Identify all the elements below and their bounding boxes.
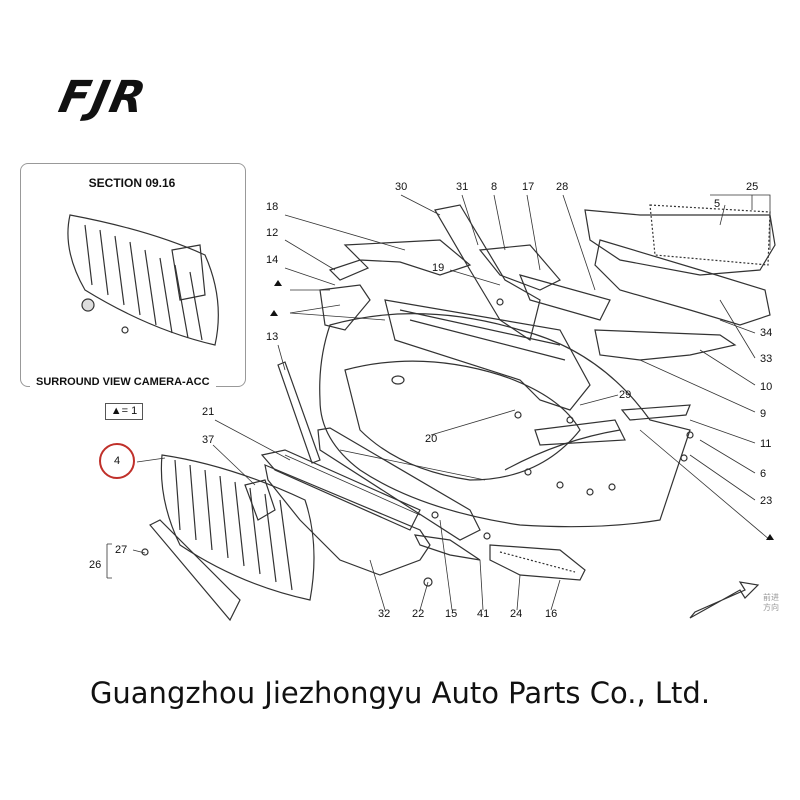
callout-5: 5	[714, 198, 721, 210]
direction-arrow	[689, 581, 760, 619]
callout-20: 20	[425, 433, 438, 445]
side-bracket	[594, 329, 737, 361]
lower-grille-24	[489, 544, 586, 581]
plate-bracket-26	[149, 519, 241, 622]
top-bracket	[434, 204, 541, 341]
camera-bracket-37	[244, 479, 276, 521]
callout-41: 41	[477, 608, 490, 620]
inset-camera-bracket	[171, 244, 206, 301]
side-strip-10	[534, 419, 626, 446]
quantity-legend: ▲= 1	[105, 403, 143, 420]
callout-13: 13	[266, 331, 279, 343]
callout-34: 34	[760, 327, 773, 339]
callout-19: 19	[432, 262, 445, 274]
left-trim-12	[328, 259, 370, 281]
inset-title: SECTION 09.16	[88, 176, 176, 190]
callout-10: 10	[760, 381, 773, 393]
callout-12: 12	[266, 227, 279, 239]
callout-24: 24	[510, 608, 523, 620]
mesh-grille	[584, 209, 776, 276]
callout-27: 27	[115, 544, 128, 556]
callout-37: 37	[202, 434, 215, 446]
lower-lip-21	[260, 449, 421, 531]
callout-14: 14	[266, 254, 279, 266]
fog-trim-41	[413, 534, 481, 561]
splitter-15	[317, 427, 481, 541]
inset-footer: SURROUND VIEW CAMERA-ACC	[30, 376, 216, 388]
lower-shroud	[594, 239, 771, 326]
callout-15: 15	[445, 608, 458, 620]
highlight-circle	[99, 443, 135, 479]
callout-26: 26	[89, 559, 102, 571]
company-name: Guangzhou Jiezhongyu Auto Parts Co., Ltd…	[89, 676, 711, 710]
callout-28: 28	[556, 181, 569, 193]
callout-17: 17	[522, 181, 535, 193]
callout-11: 11	[760, 438, 772, 450]
direction-note: 前进 方向	[763, 593, 779, 612]
callout-31: 31	[456, 181, 469, 193]
callout-18: 18	[266, 201, 279, 213]
left-bracket-14	[319, 284, 371, 331]
callout-25: 25	[746, 181, 759, 193]
callout-32: 32	[378, 608, 391, 620]
side-strip-13	[277, 361, 321, 464]
callout-23: 23	[760, 495, 773, 507]
main-grille-4	[160, 454, 315, 601]
callout-21: 21	[202, 406, 215, 418]
absorber-strip	[384, 299, 591, 411]
callout-9: 9	[760, 408, 767, 420]
callout-33: 33	[760, 353, 773, 365]
lower-spoiler-32	[264, 464, 431, 576]
callout-29: 29	[619, 389, 632, 401]
callout-16: 16	[545, 608, 558, 620]
callout-6: 6	[760, 468, 767, 480]
inset-grille	[67, 214, 219, 346]
callout-30: 30	[395, 181, 408, 193]
callout-8: 8	[491, 181, 498, 193]
right-bracket-11	[620, 404, 691, 421]
callout-22: 22	[412, 608, 425, 620]
upper-mount	[478, 244, 561, 291]
callout-4: 4	[114, 455, 121, 467]
center-brace	[518, 274, 611, 321]
